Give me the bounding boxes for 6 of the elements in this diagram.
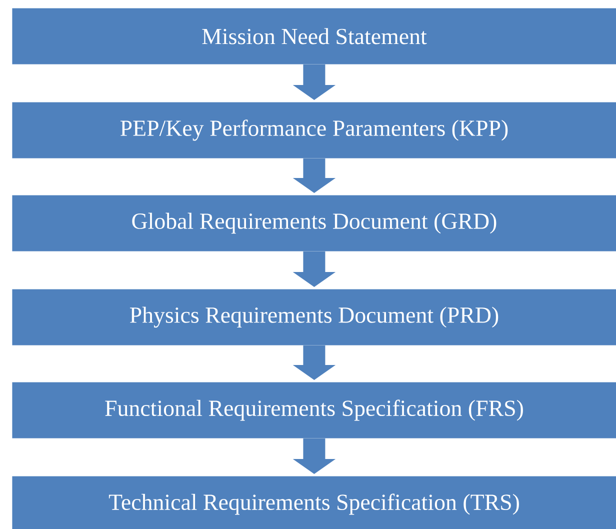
process-box: Technical Requirements Specification (TRS) (12, 476, 616, 529)
process-box: Global Requirements Document (GRD) (12, 195, 616, 252)
process-box: Mission Need Statement (12, 8, 616, 64)
process-box: Physics Requirements Document (PRD) (12, 289, 616, 346)
process-box: PEP/Key Performance Paramenters (KPP) (12, 102, 616, 158)
process-box: Functional Requirements Specification (FRS) (12, 382, 616, 438)
